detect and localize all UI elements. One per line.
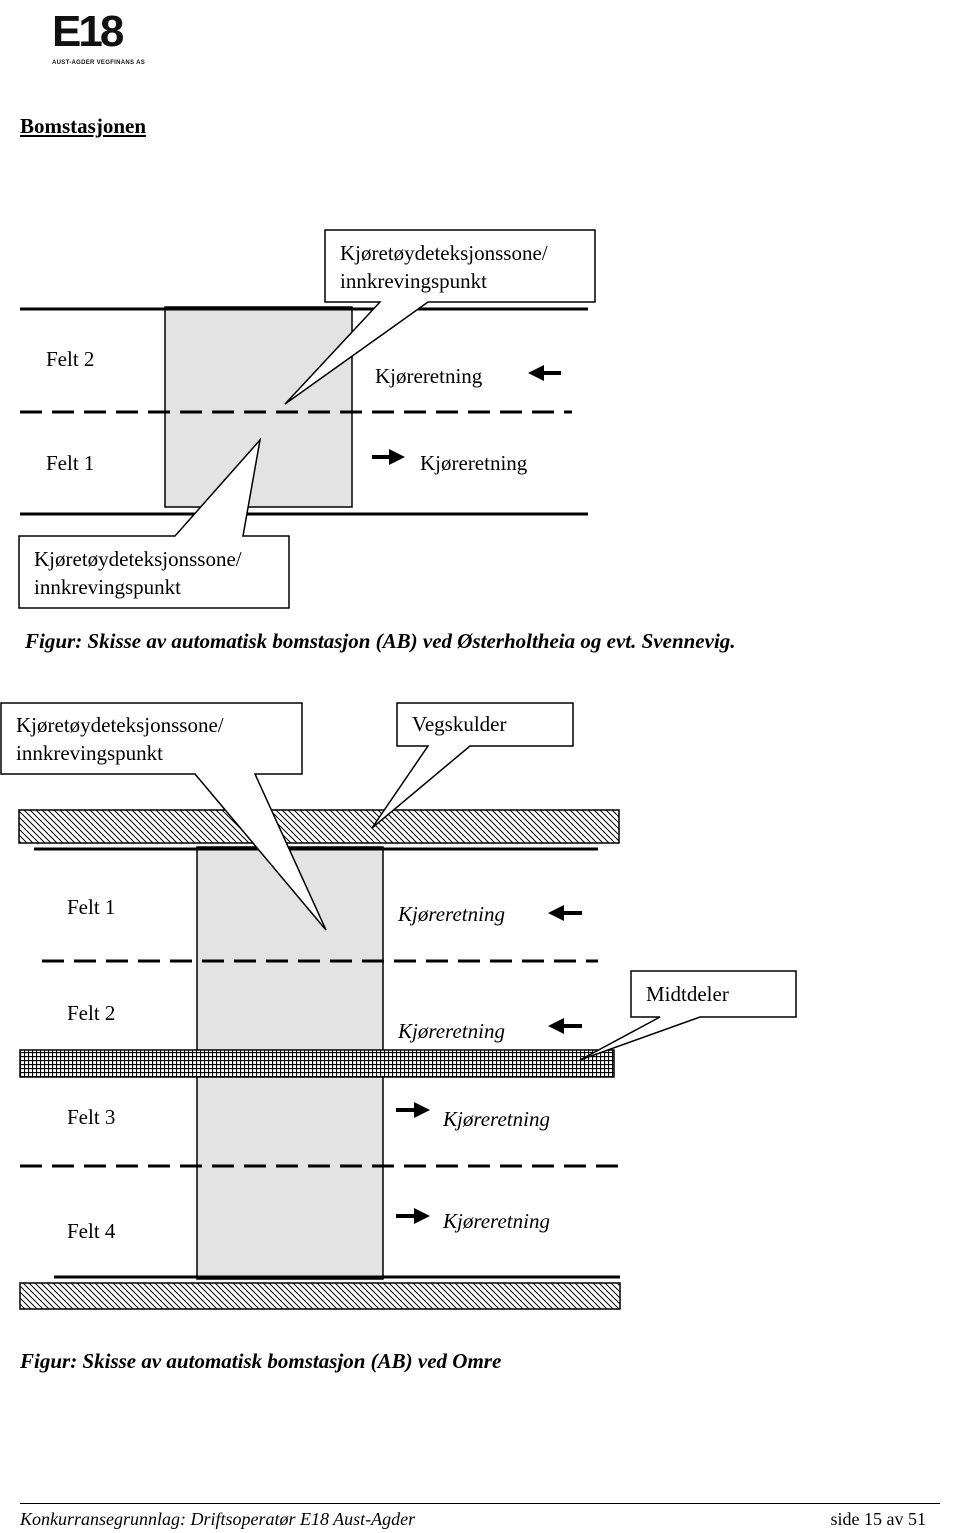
direction-label-lane-2: Kjøreretning — [397, 1019, 505, 1043]
callout-zone-bottom: Kjøretøydeteksjonssone/ innkrevingspunkt — [18, 437, 290, 609]
callout-zone: Kjøretøydeteksjonssone/ innkrevingspunkt — [0, 702, 327, 931]
footer-document-title: Konkurransegrunnlag: Driftsoperatør E18 … — [20, 1509, 416, 1529]
company-logo: E18 AUST-AGDER VEGFINANS AS — [52, 10, 152, 70]
arrow-right-icon — [396, 1208, 430, 1224]
direction-label-lane-4: Kjøreretning — [442, 1209, 550, 1233]
direction-label-lane-1: Kjøreretning — [420, 451, 528, 475]
callout-bottom-line1: Kjøretøydeteksjonssone/ — [34, 547, 242, 571]
direction-label-lane-1: Kjøreretning — [397, 902, 505, 926]
arrow-right-icon — [372, 449, 405, 465]
callout-zone-line2: innkrevingspunkt — [16, 741, 163, 765]
callout-median: Midtdeler — [579, 970, 797, 1061]
road-shoulder-top — [18, 809, 620, 844]
footer-page-number: side 15 av 51 — [830, 1509, 926, 1529]
lane-label-4: Felt 4 — [67, 1219, 116, 1243]
callout-bottom-line2: innkrevingspunkt — [34, 575, 181, 599]
detection-zone — [164, 306, 353, 508]
lane-label-1: Felt 1 — [67, 895, 115, 919]
callout-zone-line1: Kjøretøydeteksjonssone/ — [16, 713, 224, 737]
lane-label-3: Felt 3 — [67, 1105, 115, 1129]
figure-1-caption: Figur: Skisse av automatisk bomstasjon (… — [24, 629, 736, 653]
median-barrier — [19, 1049, 615, 1078]
figure-2: Kjøretøydeteksjonssone/ innkrevingspunkt… — [0, 702, 797, 1373]
callout-zone-top: Kjøretøydeteksjonssone/ innkrevingspunkt — [284, 229, 596, 405]
callout-shoulder-label: Vegskulder — [412, 712, 506, 736]
callout-top-line1: Kjøretøydeteksjonssone/ — [340, 241, 548, 265]
callout-median-label: Midtdeler — [646, 982, 729, 1006]
logo-subtitle: AUST-AGDER VEGFINANS AS — [52, 60, 146, 66]
figure-2-caption: Figur: Skisse av automatisk bomstasjon (… — [19, 1349, 501, 1373]
callout-top-line2: innkrevingspunkt — [340, 269, 487, 293]
arrow-left-icon — [528, 365, 561, 381]
lane-label-2: Felt 2 — [67, 1001, 115, 1025]
lane-label-2: Felt 2 — [46, 347, 94, 371]
lane-label-1: Felt 1 — [46, 451, 94, 475]
arrow-left-icon — [548, 905, 582, 921]
arrow-right-icon — [396, 1102, 430, 1118]
footer-divider — [20, 1503, 940, 1504]
figure-1: Kjøretøydeteksjonssone/ innkrevingspunkt… — [18, 229, 736, 653]
logo-mark: E18 — [52, 7, 124, 56]
direction-label-lane-3: Kjøreretning — [442, 1107, 550, 1131]
callout-shoulder: Vegskulder — [371, 702, 574, 829]
arrow-left-icon — [548, 1018, 582, 1034]
road-shoulder-bottom — [19, 1282, 621, 1310]
section-title: Bomstasjonen — [20, 114, 147, 138]
direction-label-lane-2: Kjøreretning — [375, 364, 483, 388]
